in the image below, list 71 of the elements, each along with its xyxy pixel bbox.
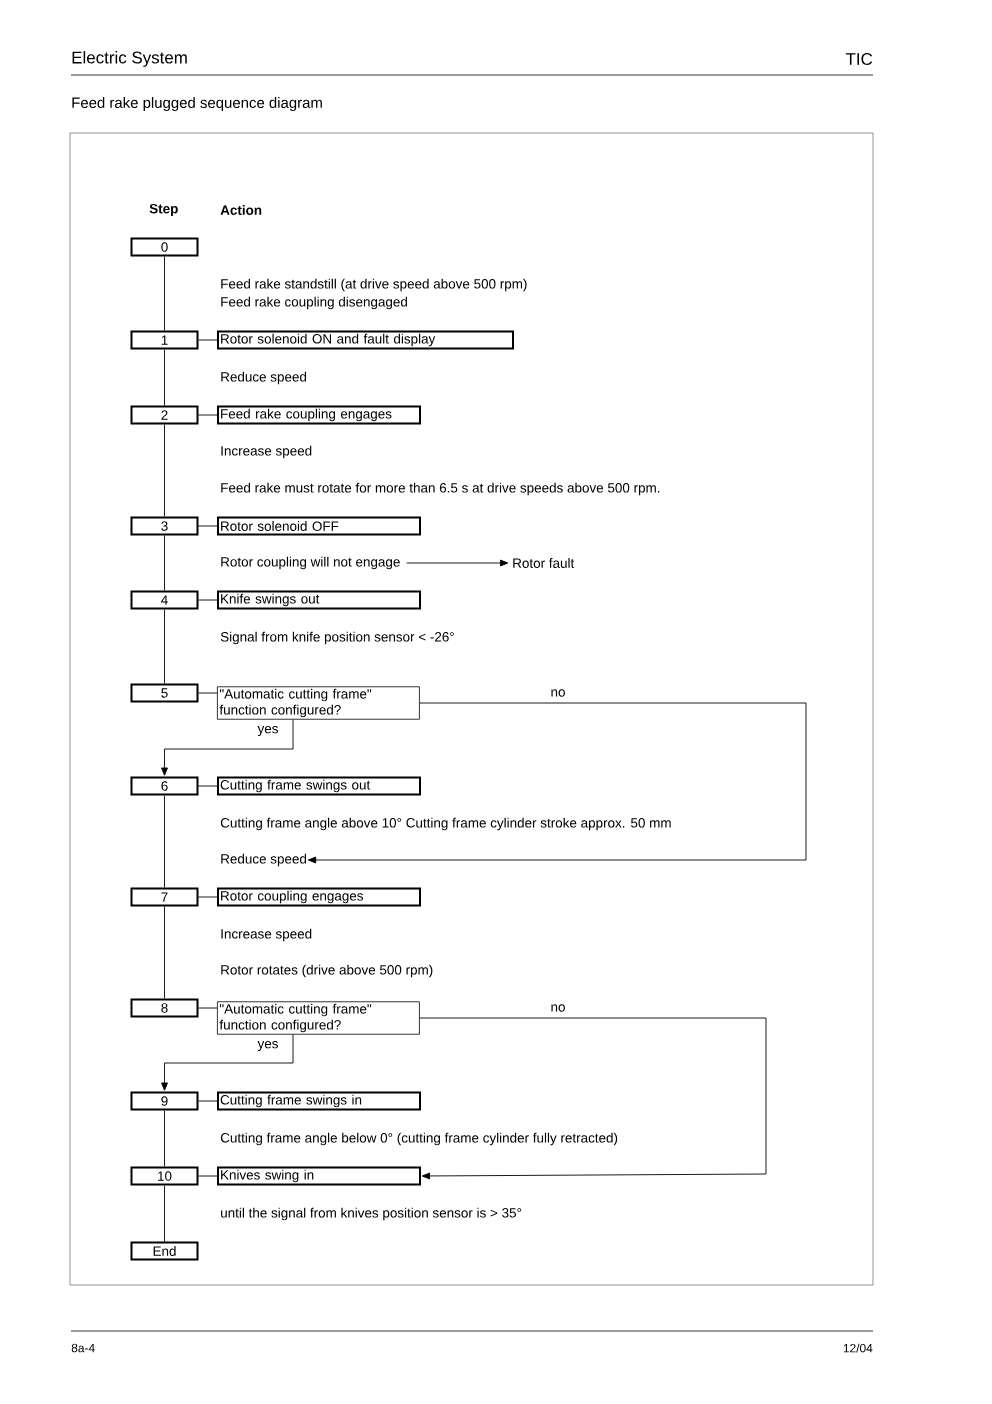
edge-label: no bbox=[549, 688, 567, 698]
connector bbox=[198, 1100, 218, 1102]
connector bbox=[406, 559, 509, 567]
connector bbox=[198, 896, 218, 898]
edge-label: yes bbox=[256, 1040, 280, 1053]
step-description: until the signal from knives position sensor is > 35° bbox=[221, 1207, 522, 1221]
connector bbox=[164, 424, 165, 517]
heading: Feed rake plugged sequence diagram bbox=[72, 97, 322, 111]
connector bbox=[164, 609, 165, 684]
step-box: 4 bbox=[130, 590, 199, 610]
step-description: Cutting frame angle above 10° Cutting frame cylinder stroke approx. 50 mm bbox=[220, 817, 671, 831]
header-text: TIC bbox=[845, 53, 873, 65]
step-box: 8 bbox=[130, 998, 199, 1018]
connector bbox=[164, 535, 165, 591]
step-description: Reduce speed bbox=[221, 371, 307, 385]
connector bbox=[164, 1110, 165, 1167]
column-header: Action bbox=[220, 205, 262, 215]
connector bbox=[198, 1007, 218, 1009]
column-header: Step bbox=[149, 203, 178, 217]
step-box: 3 bbox=[130, 516, 199, 536]
connector bbox=[198, 339, 218, 341]
header-text: Electric System bbox=[72, 51, 187, 67]
step-description: Feed rake standstill (at drive speed above 500 rpm) bbox=[221, 278, 527, 292]
action-box: Rotor solenoid ON and fault display bbox=[217, 330, 514, 350]
connector bbox=[164, 256, 165, 331]
step-description: Cutting frame angle below 0° (cutting frame cylinder fully retracted) bbox=[220, 1132, 618, 1146]
edge-label: no bbox=[549, 1003, 567, 1013]
connector bbox=[198, 414, 218, 416]
step-description: Increase speed bbox=[221, 445, 312, 459]
connector bbox=[198, 692, 218, 694]
step-box: End bbox=[130, 1241, 199, 1261]
decision-box: "Automatic cutting frame" function configured? bbox=[217, 1001, 420, 1035]
step-box: 7 bbox=[130, 887, 199, 907]
step-description: Increase speed bbox=[221, 928, 312, 942]
connector bbox=[307, 702, 807, 864]
action-box: Rotor coupling engages bbox=[217, 887, 421, 907]
connector bbox=[419, 1017, 767, 1180]
action-box: Rotor solenoid OFF bbox=[217, 516, 421, 536]
connector bbox=[164, 906, 165, 999]
connector bbox=[164, 795, 165, 888]
connector bbox=[198, 785, 218, 787]
step-description: Feed rake must rotate for more than 6.5 s at drive speeds above 500 rpm. bbox=[221, 482, 660, 496]
connector bbox=[198, 525, 218, 527]
footer-text: 12/04 bbox=[843, 1343, 873, 1353]
action-text: Rotor coupling will not engage bbox=[221, 556, 400, 570]
connector bbox=[198, 599, 218, 601]
action-text: Rotor fault bbox=[513, 558, 575, 568]
action-box: Knives swing in bbox=[217, 1166, 421, 1186]
action-box: Cutting frame swings in bbox=[217, 1091, 421, 1111]
step-box: 10 bbox=[130, 1166, 199, 1186]
step-box: 1 bbox=[130, 330, 199, 350]
action-text: Reduce speed bbox=[221, 853, 307, 867]
edge-label: yes bbox=[256, 725, 280, 737]
step-description: Signal from knife position sensor < -26° bbox=[220, 631, 454, 645]
step-box: 0 bbox=[130, 237, 199, 257]
step-box: 2 bbox=[130, 405, 199, 425]
footer-text: 8a-4 bbox=[71, 1343, 95, 1353]
step-description: Feed rake coupling disengaged bbox=[221, 296, 407, 310]
decision-box: "Automatic cutting frame" function configured? bbox=[217, 686, 420, 720]
connector bbox=[161, 1034, 294, 1091]
connector bbox=[161, 719, 294, 776]
connector bbox=[164, 349, 165, 406]
connector bbox=[164, 1185, 165, 1242]
step-box: 5 bbox=[130, 683, 199, 703]
connector bbox=[198, 1175, 218, 1177]
step-box: 6 bbox=[130, 776, 199, 796]
action-box: Cutting frame swings out bbox=[217, 776, 421, 796]
action-box: Knife swings out bbox=[217, 590, 421, 610]
action-box: Feed rake coupling engages bbox=[217, 405, 421, 425]
step-box: 9 bbox=[130, 1091, 199, 1111]
step-description: Rotor rotates (drive above 500 rpm) bbox=[221, 964, 433, 978]
